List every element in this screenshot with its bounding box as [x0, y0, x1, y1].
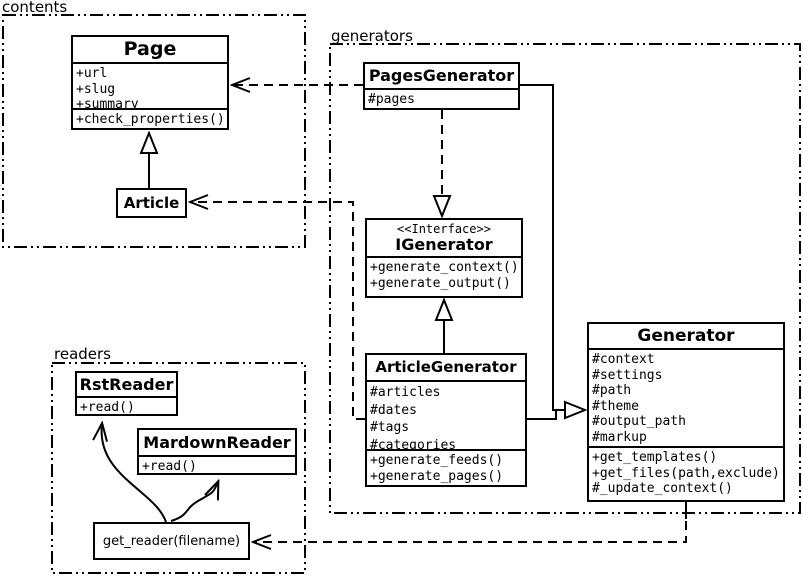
attribute-row: #settings: [592, 367, 663, 383]
attribute-row: #tags: [370, 420, 410, 435]
getreader-to-markdownreader-line: [170, 482, 218, 522]
method-row: +generate_feeds(): [370, 453, 504, 468]
method-row: +get_files(path,exclude): [592, 465, 780, 481]
class-igenerator-stereotype: <<Interface>>: [397, 222, 491, 237]
articlegenerator-depends-on-article-line: [191, 202, 365, 420]
attribute-row: #path: [592, 383, 632, 398]
class-page-methods: +check_properties(): [73, 108, 227, 128]
method-row: +generate_context(): [370, 260, 519, 275]
method-row: +get_templates(): [592, 450, 718, 465]
class-page: Page +url +slug +summary +check_properti…: [71, 35, 229, 130]
get-reader-label: get_reader(filename): [102, 533, 241, 549]
package-readers-border: [51, 362, 306, 574]
attribute-row: +summary: [76, 97, 139, 108]
attribute-row: #pages: [368, 92, 415, 107]
attribute-row: +url: [76, 66, 108, 81]
get-reader-box: get_reader(filename): [93, 522, 250, 560]
class-markdown-reader-methods: +read(): [139, 457, 295, 473]
pagesgenerator-extends-generator-line: [519, 84, 584, 410]
class-markdown-reader: MardownReader +read(): [137, 428, 297, 475]
method-row: +read(): [142, 459, 197, 473]
class-article-generator-attributes: #articles #dates #tags #categories: [367, 382, 525, 449]
class-pages-generator-attributes: #pages: [365, 90, 518, 108]
method-row: +check_properties(): [76, 112, 225, 127]
class-rst-reader: RstReader +read(): [75, 371, 178, 416]
attribute-row: #categories: [370, 437, 457, 450]
class-igenerator-title: <<Interface>> IGenerator: [367, 220, 521, 258]
articlegenerator-extends-generator-line: [527, 410, 557, 420]
class-igenerator-name: IGenerator: [395, 235, 493, 255]
class-generator-methods: +get_templates() +get_files(path,exclude…: [589, 446, 783, 500]
class-article-generator: ArticleGenerator #articles #dates #tags …: [365, 353, 527, 487]
class-rst-reader-title: RstReader: [77, 373, 176, 398]
class-pages-generator: PagesGenerator #pages: [363, 62, 520, 110]
method-row: #_update_context(): [592, 481, 733, 496]
attribute-row: #dates: [370, 402, 417, 418]
class-igenerator-methods: +generate_context() +generate_output(): [367, 258, 521, 296]
generator-depends-on-getreader-line: [254, 521, 687, 542]
package-contents-label: contents: [2, 0, 68, 16]
class-igenerator: <<Interface>> IGenerator +generate_conte…: [365, 218, 523, 298]
class-markdown-reader-title: MardownReader: [139, 430, 295, 457]
class-pages-generator-title: PagesGenerator: [365, 64, 518, 90]
getreader-to-rstreader-line: [102, 424, 167, 523]
method-row: +generate_output(): [370, 275, 511, 291]
attribute-row: #markup: [592, 429, 647, 445]
package-contents-border: [2, 14, 306, 248]
class-generator: Generator #context #settings #path #them…: [587, 322, 785, 502]
attribute-row: +slug: [76, 81, 116, 97]
class-article-generator-title: ArticleGenerator: [367, 355, 525, 382]
package-generators-label: generators: [331, 27, 413, 45]
class-article-title: Article: [123, 193, 180, 212]
class-generator-title: Generator: [589, 324, 783, 350]
class-article-generator-methods: +generate_feeds() +generate_pages(): [367, 449, 525, 485]
class-article: Article: [116, 188, 187, 218]
package-generators-border: [329, 43, 801, 514]
attribute-row: #output_path: [592, 414, 686, 429]
attribute-row: #articles: [370, 385, 441, 400]
class-page-attributes: +url +slug +summary: [73, 64, 227, 108]
class-rst-reader-methods: +read(): [77, 398, 176, 414]
attribute-row: #context: [592, 352, 655, 367]
package-readers-label: readers: [54, 345, 111, 363]
class-generator-attributes: #context #settings #path #theme #output_…: [589, 350, 783, 446]
method-row: +generate_pages(): [370, 468, 504, 484]
attribute-row: #theme: [592, 398, 639, 414]
method-row: +read(): [80, 400, 135, 414]
class-page-title: Page: [73, 37, 227, 64]
